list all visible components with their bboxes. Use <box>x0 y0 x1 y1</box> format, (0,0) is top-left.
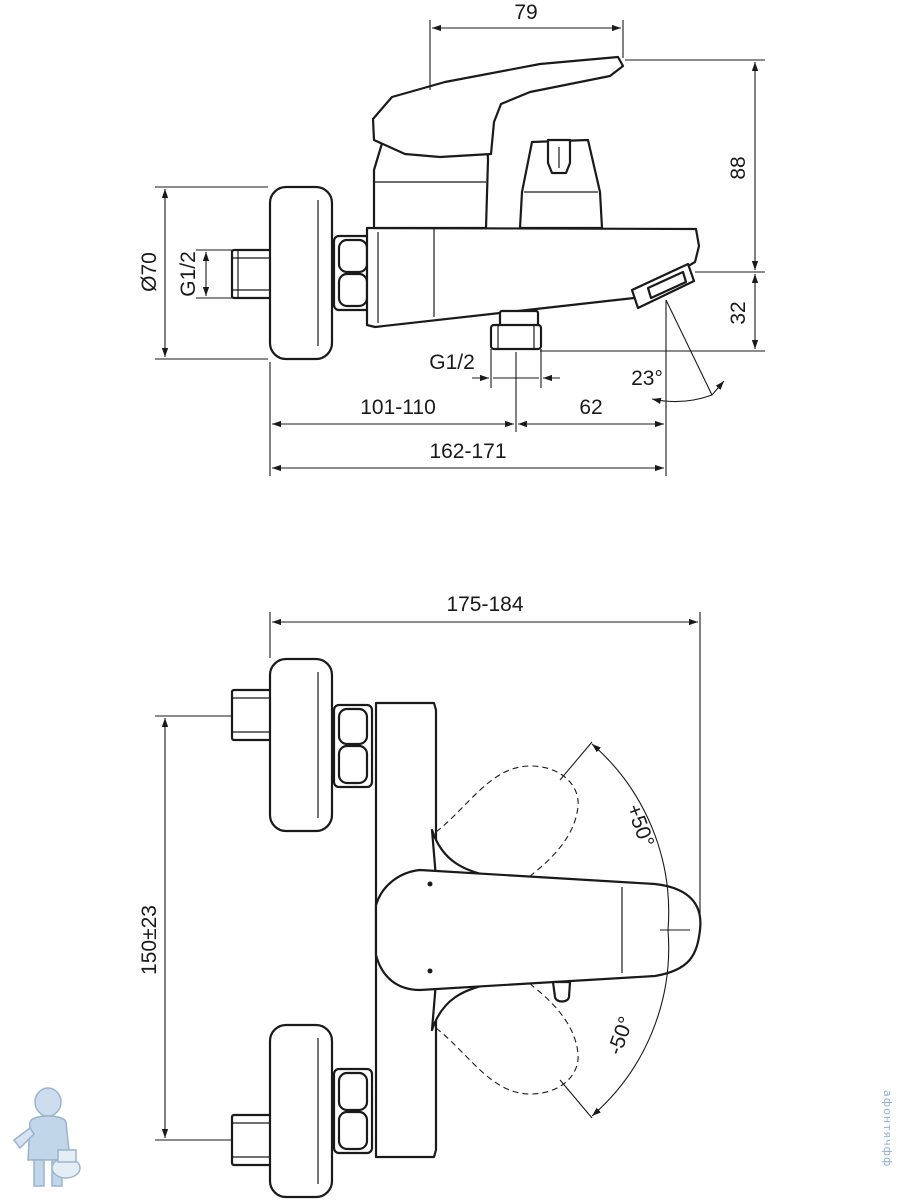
dim-inlet-spacing: 150±23 <box>138 715 232 1141</box>
dim-outlet-to-spout-label: 62 <box>579 396 602 419</box>
dim-wall-to-outlet-label: 101-110 <box>360 396 436 419</box>
dim-inlet-thread-label: G1/2 <box>177 251 200 297</box>
aerator <box>630 262 696 310</box>
dim-flange-diameter: Ø70 <box>138 186 268 360</box>
inlet-pipe-upper <box>230 657 374 833</box>
inlet-pipe <box>230 248 274 300</box>
lever-plan <box>374 828 702 1032</box>
lever-side <box>371 55 625 230</box>
bottom-outlet <box>489 309 543 351</box>
hex-nut <box>332 234 374 312</box>
dim-flange-diameter-label: Ø70 <box>138 252 161 292</box>
dim-outlet-thread-label: G1/2 <box>429 351 475 374</box>
dim-lever-width-label: 79 <box>514 1 537 24</box>
dim-total-depth-plan: 175-184 <box>269 593 701 930</box>
wall-flange <box>268 185 334 361</box>
inlet-pipe-lower <box>230 1023 374 1199</box>
dim-inlet-thread: G1/2 <box>177 249 232 299</box>
dim-horizontal-chain: 101-110 62 162-171 <box>269 352 667 476</box>
dim-total-depth-top-label: 162-171 <box>429 440 506 463</box>
watermark-text: афонтячфф <box>881 1090 894 1168</box>
dim-outlet-thread: G1/2 <box>429 349 560 388</box>
dim-spout-angle: 23° <box>631 299 725 408</box>
dim-height-label: 88 <box>727 156 750 179</box>
dim-spout-height: 32 <box>540 274 765 352</box>
dim-lever-minus-label: -50° <box>603 1014 638 1058</box>
diverter-knob <box>518 138 604 230</box>
plumber-mascot-icon <box>12 1087 81 1187</box>
lever-position-plus <box>435 765 579 899</box>
dim-spout-angle-label: 23° <box>631 367 663 390</box>
dim-lever-plus-label: +50° <box>622 801 659 850</box>
dim-lever-width: 79 <box>429 1 624 90</box>
dim-spout-height-label: 32 <box>727 301 750 324</box>
dim-inlet-spacing-label: 150±23 <box>138 905 161 975</box>
lever-position-minus <box>435 961 579 1095</box>
dim-height: 88 <box>625 59 765 273</box>
plan-view: 175-184 150±23 +50° -50° <box>138 593 702 1199</box>
side-view: 79 88 32 Ø70 G1/2 <box>138 1 765 476</box>
dim-total-depth-plan-label: 175-184 <box>446 593 523 616</box>
